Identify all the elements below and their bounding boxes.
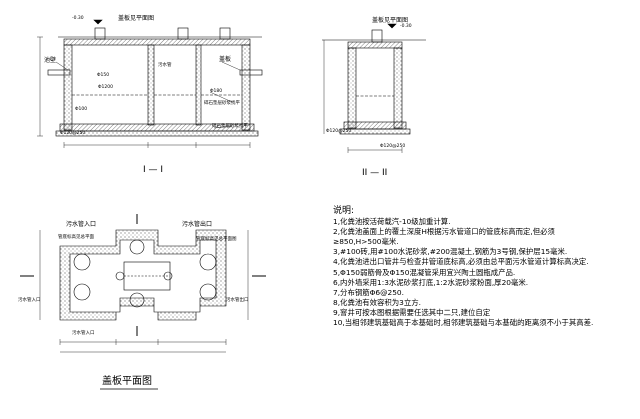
section-2-dim-a: Φ120@250: [326, 128, 351, 134]
plan-pipe-elevation-left: 管底标高见总平面: [58, 233, 94, 240]
note-item: 8,化粪池有效容积为3立方.: [333, 297, 422, 307]
section-2-dim-b: Φ120@250: [380, 143, 405, 149]
section-1-drawing: [37, 19, 263, 148]
note-item: 10,当相邻建筑基础高于本基础时,相邻建筑基础与本基础的距离须不小于其高差.: [333, 318, 594, 328]
section-1-hatch-note: 碎石垫层砂浆找平: [204, 99, 240, 106]
note-item: 6,内外墙采用1:3水泥砂浆打底,1:2水泥砂浆粉面,厚20毫米.: [333, 277, 529, 287]
section-1-elevation: -0.30: [72, 15, 84, 21]
note-item: 4,化粪池进出口管井与检查井管道底标高,必须由总平面污水管道计算标高决定.: [333, 257, 589, 267]
plan-inlet-top-left: 污水管入口: [66, 220, 96, 228]
note-item: ≥850,H>500毫米.: [333, 237, 399, 247]
design-notes: 说明: 1,化粪池按活荷载汽-10级加重计算. 2,化粪池盖面上的覆土深度H根据…: [333, 206, 633, 328]
section-1-bottom-note: 碎石垫层砂浆找平: [212, 122, 248, 129]
plan-pipe-elevation-right: 管底标高见总平面图: [196, 235, 237, 242]
plan-outlet-top-right: 污水管出口: [182, 220, 212, 228]
section-1-dim-e: Φ180: [210, 88, 222, 94]
section-1-top-label: 盖板见平面图: [118, 14, 154, 22]
note-item: 9,窨井可按本图根据需要任选其中二只,建位自定: [333, 307, 491, 317]
plan-outlet-right: 污水管出口: [226, 296, 249, 303]
notes-title: 说明:: [333, 206, 355, 216]
section-2-drawing: [322, 23, 426, 153]
section-1-dim-a: Φ150: [97, 72, 109, 78]
note-item: 5,Φ150弱筋骨及Φ150混凝管采用宜兴陶土圆瓶成产品.: [333, 267, 516, 277]
note-item: 1,化粪池按活荷载汽-10级加重计算.: [333, 217, 451, 227]
section-1-dim-d: Φ120@250: [60, 130, 85, 136]
section-1-inlet-label: 污水管: [158, 61, 172, 68]
section-1-lid-label: 盖板: [219, 55, 231, 63]
plan-drawing: [20, 214, 266, 353]
plan-inlet-bottom: 污水管入口: [72, 329, 95, 336]
section-1-wall-label: 池壁: [44, 56, 56, 64]
note-item: 2,化粪池盖面上的覆土深度H根据污水管道口的管底标高而定,但必须: [333, 227, 555, 237]
section-2-title: II — II: [362, 168, 387, 178]
section-2-elevation: -0.30: [400, 23, 412, 29]
section-1-dim-c: Φ100: [75, 106, 87, 112]
note-item: 7,分布钢筋Φ6@250.: [333, 287, 404, 297]
section-2-top-label: 盖板见平面图: [372, 16, 408, 24]
plan-inlet-left: 污水管入口: [18, 296, 41, 303]
plan-title: 盖板平面图: [102, 374, 152, 387]
note-item: 3,#100砖,用#100水泥砂浆,#200混凝土,钢筋为3号钢,保护层15毫米…: [333, 247, 568, 257]
section-1-dim-b: Φ1200: [98, 84, 113, 90]
section-1-title: I — I: [143, 165, 163, 175]
